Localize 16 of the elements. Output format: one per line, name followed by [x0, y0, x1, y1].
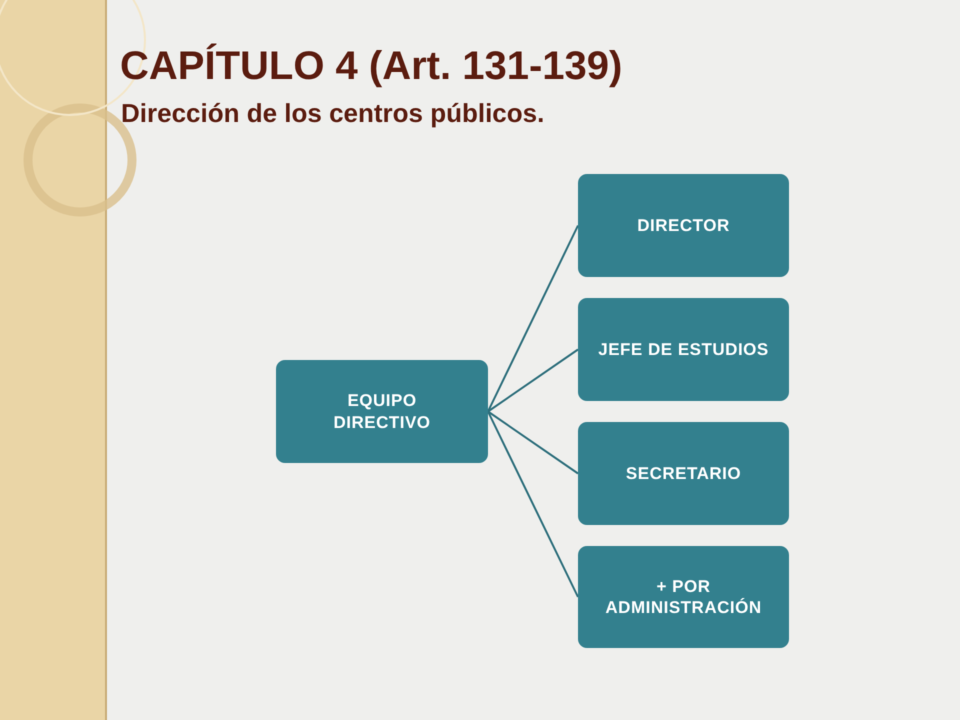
subtitle: Dirección de los centros públicos. — [121, 98, 544, 129]
box-label: + POR ADMINISTRACIÓN — [604, 576, 763, 618]
connector-line — [487, 411, 579, 598]
box-label: JEFE DE ESTUDIOS — [598, 338, 769, 360]
box-label: SECRETARIO — [626, 462, 742, 484]
connector-line — [487, 410, 579, 474]
connector-line — [487, 348, 579, 412]
process-box — [578, 298, 789, 401]
process-box — [578, 546, 789, 648]
process-box — [578, 174, 789, 277]
process-box — [276, 360, 488, 463]
process-box — [578, 422, 789, 525]
connector-line — [487, 225, 579, 412]
title: CAPÍTULO 4 (Art. 131-139) — [120, 44, 622, 89]
box-label: DIRECTOR — [637, 214, 730, 236]
box-label: EQUIPO DIRECTIVO — [332, 390, 432, 433]
